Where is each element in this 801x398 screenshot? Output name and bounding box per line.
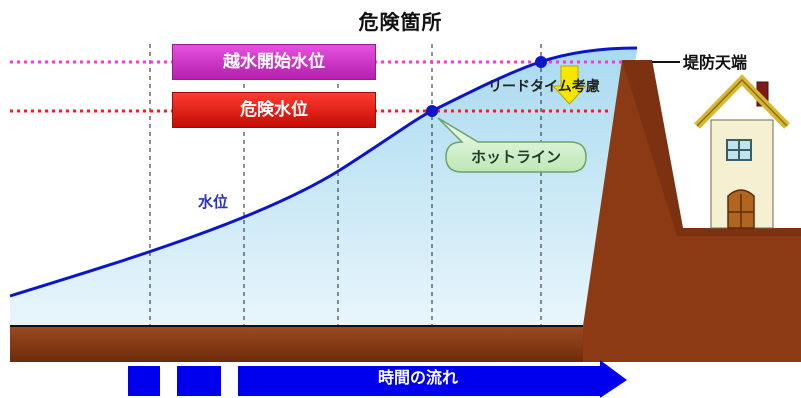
levee [583,60,801,362]
time-flow-label: 時間の流れ [377,368,458,387]
diagram-title: 危険箇所 [358,10,443,34]
hotline-callout [437,117,587,173]
water-fill [10,48,637,326]
house-icon [694,74,790,229]
levee-crest-label: 堤防天端 [683,53,748,72]
overflow-level-box: 越水開始水位 [172,44,376,80]
hotline-label: ホットライン [470,148,561,166]
time-gridlines [149,44,542,326]
down-arrow-icon [551,65,588,105]
lead-time-label: リードタイム考慮 [488,79,600,95]
water-level-label: 水位 [198,193,229,211]
danger-level-box: 危険水位 [172,92,376,128]
right-arrow-icon [128,360,627,398]
danger-point [426,105,438,117]
water-level-curve [9,46,638,298]
levee-shading [622,60,801,236]
overflow-point [535,56,547,68]
